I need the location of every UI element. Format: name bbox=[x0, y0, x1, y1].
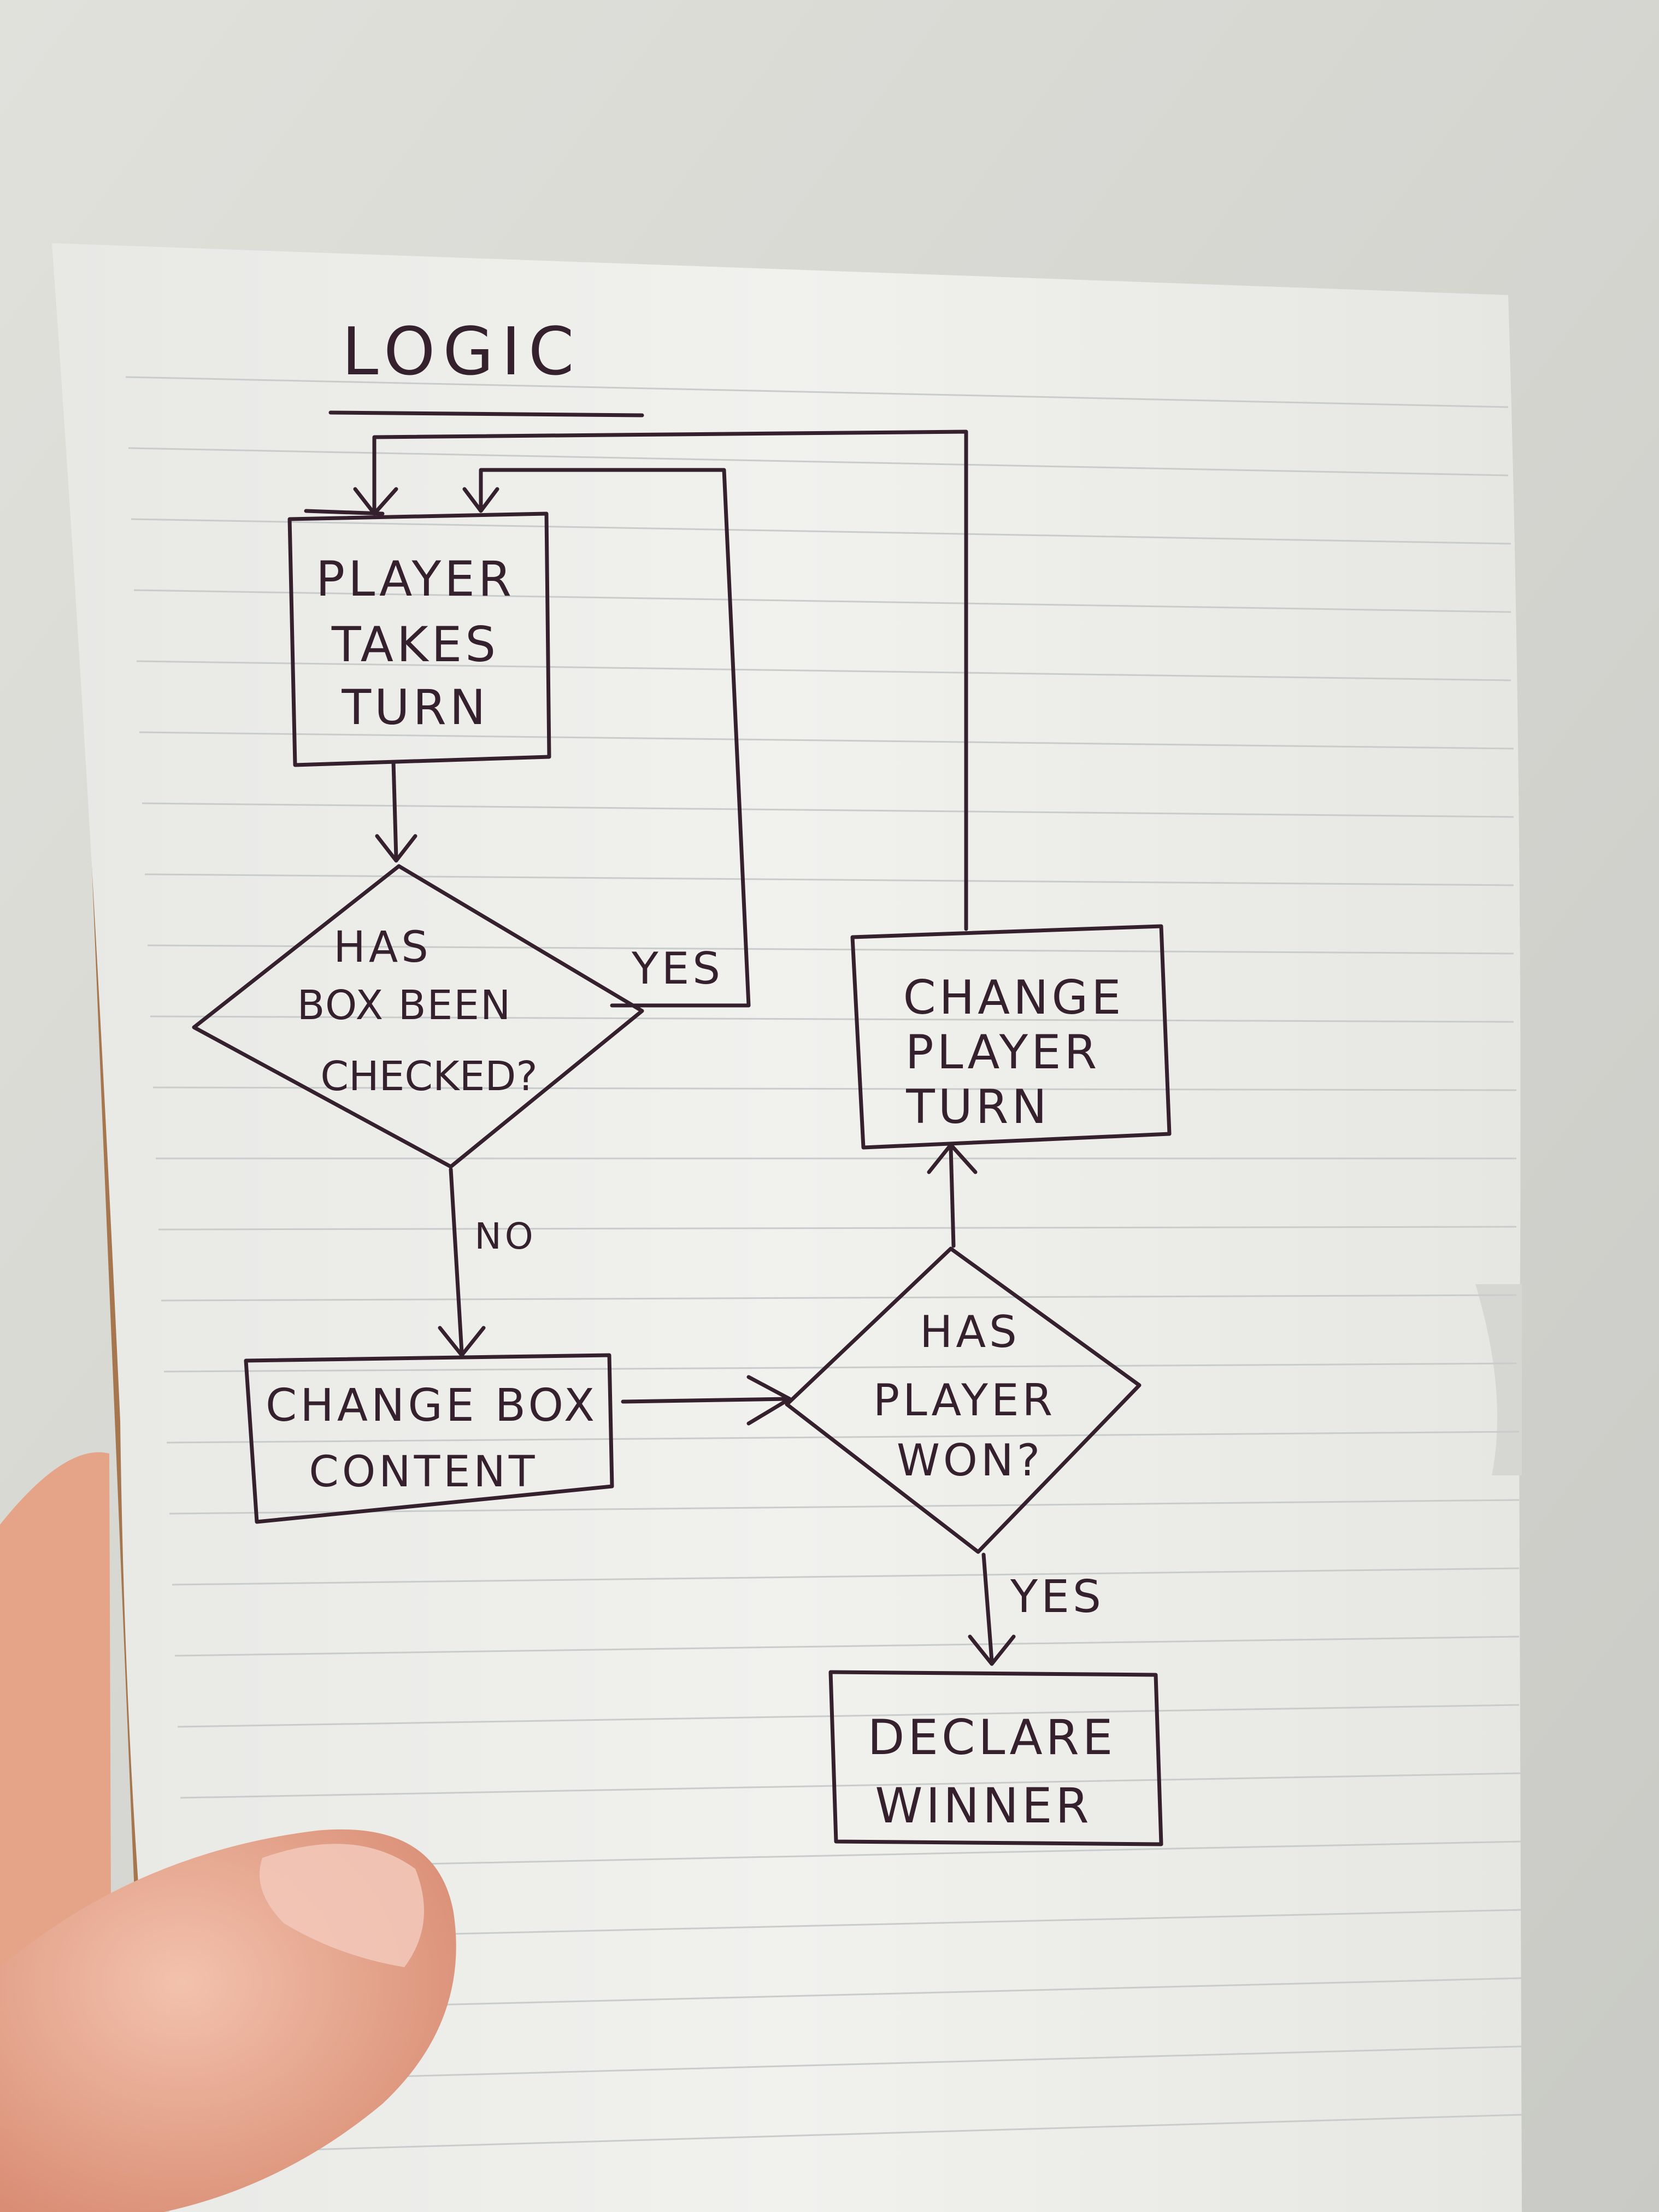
change-box-content-box: CHANGE BOX CONTENT bbox=[244, 1353, 614, 1524]
arrowhead-player-won bbox=[746, 1375, 792, 1426]
thumbnail bbox=[260, 1844, 424, 1967]
arrow-to-box-checked bbox=[391, 760, 398, 860]
declare-winner-box: DECLARE WINNER bbox=[828, 1670, 1163, 1846]
box-checked-line-1: HAS bbox=[333, 923, 432, 972]
change-player-turn-line-1: CHANGE bbox=[903, 970, 1125, 1025]
entry-tick bbox=[304, 509, 385, 516]
return-line-inner bbox=[479, 468, 751, 1008]
change-box-content-line-2: CONTENT bbox=[309, 1448, 538, 1497]
player-won-line-2: PLAYER bbox=[873, 1375, 1056, 1426]
declare-winner-line-1: DECLARE bbox=[868, 1709, 1116, 1766]
arrowhead-yes-winner bbox=[968, 1634, 1016, 1666]
arrow-to-change-turn bbox=[949, 1145, 956, 1248]
hand bbox=[0, 1452, 456, 2212]
title-underline bbox=[328, 410, 644, 417]
player-won-line-1: HAS bbox=[920, 1307, 1020, 1357]
page-title: LOGIC bbox=[342, 314, 581, 390]
player-takes-turn-line-3: TURN bbox=[341, 679, 489, 736]
change-player-turn-line-3: TURN bbox=[905, 1080, 1050, 1134]
arrow-to-player-won bbox=[621, 1397, 789, 1404]
player-won-decision: HAS PLAYER WON? bbox=[785, 1246, 1142, 1554]
yes-label-winner: YES bbox=[1010, 1571, 1104, 1623]
box-checked-line-2: BOX BEEN bbox=[297, 982, 512, 1029]
arrowhead-no bbox=[438, 1326, 486, 1357]
return-line-outer bbox=[372, 430, 968, 931]
player-takes-turn-line-2: TAKES bbox=[331, 616, 499, 673]
arrow-yes-winner bbox=[981, 1552, 994, 1663]
box-checked-decision: HAS BOX BEEN CHECKED? bbox=[192, 864, 644, 1169]
change-box-content-line-1: CHANGE BOX bbox=[266, 1380, 598, 1432]
declare-winner-line-2: WINNER bbox=[875, 1778, 1092, 1834]
player-won-line-3: WON? bbox=[897, 1435, 1043, 1486]
arrowhead-inner bbox=[462, 487, 499, 513]
change-player-turn-box: CHANGE PLAYER TURN bbox=[850, 924, 1172, 1150]
arrow-no bbox=[449, 1167, 464, 1355]
change-player-turn-line-2: PLAYER bbox=[905, 1025, 1101, 1080]
arrowhead-box-checked bbox=[375, 834, 417, 863]
player-takes-turn-line-1: PLAYER bbox=[316, 551, 515, 607]
player-takes-turn-box: PLAYER TAKES TURN bbox=[287, 511, 551, 767]
page-curl-shadow bbox=[1475, 1284, 1522, 1475]
box-checked-line-3: CHECKED? bbox=[320, 1053, 537, 1100]
yes-label-loop: YES bbox=[631, 943, 723, 994]
no-label: NO bbox=[474, 1215, 536, 1257]
